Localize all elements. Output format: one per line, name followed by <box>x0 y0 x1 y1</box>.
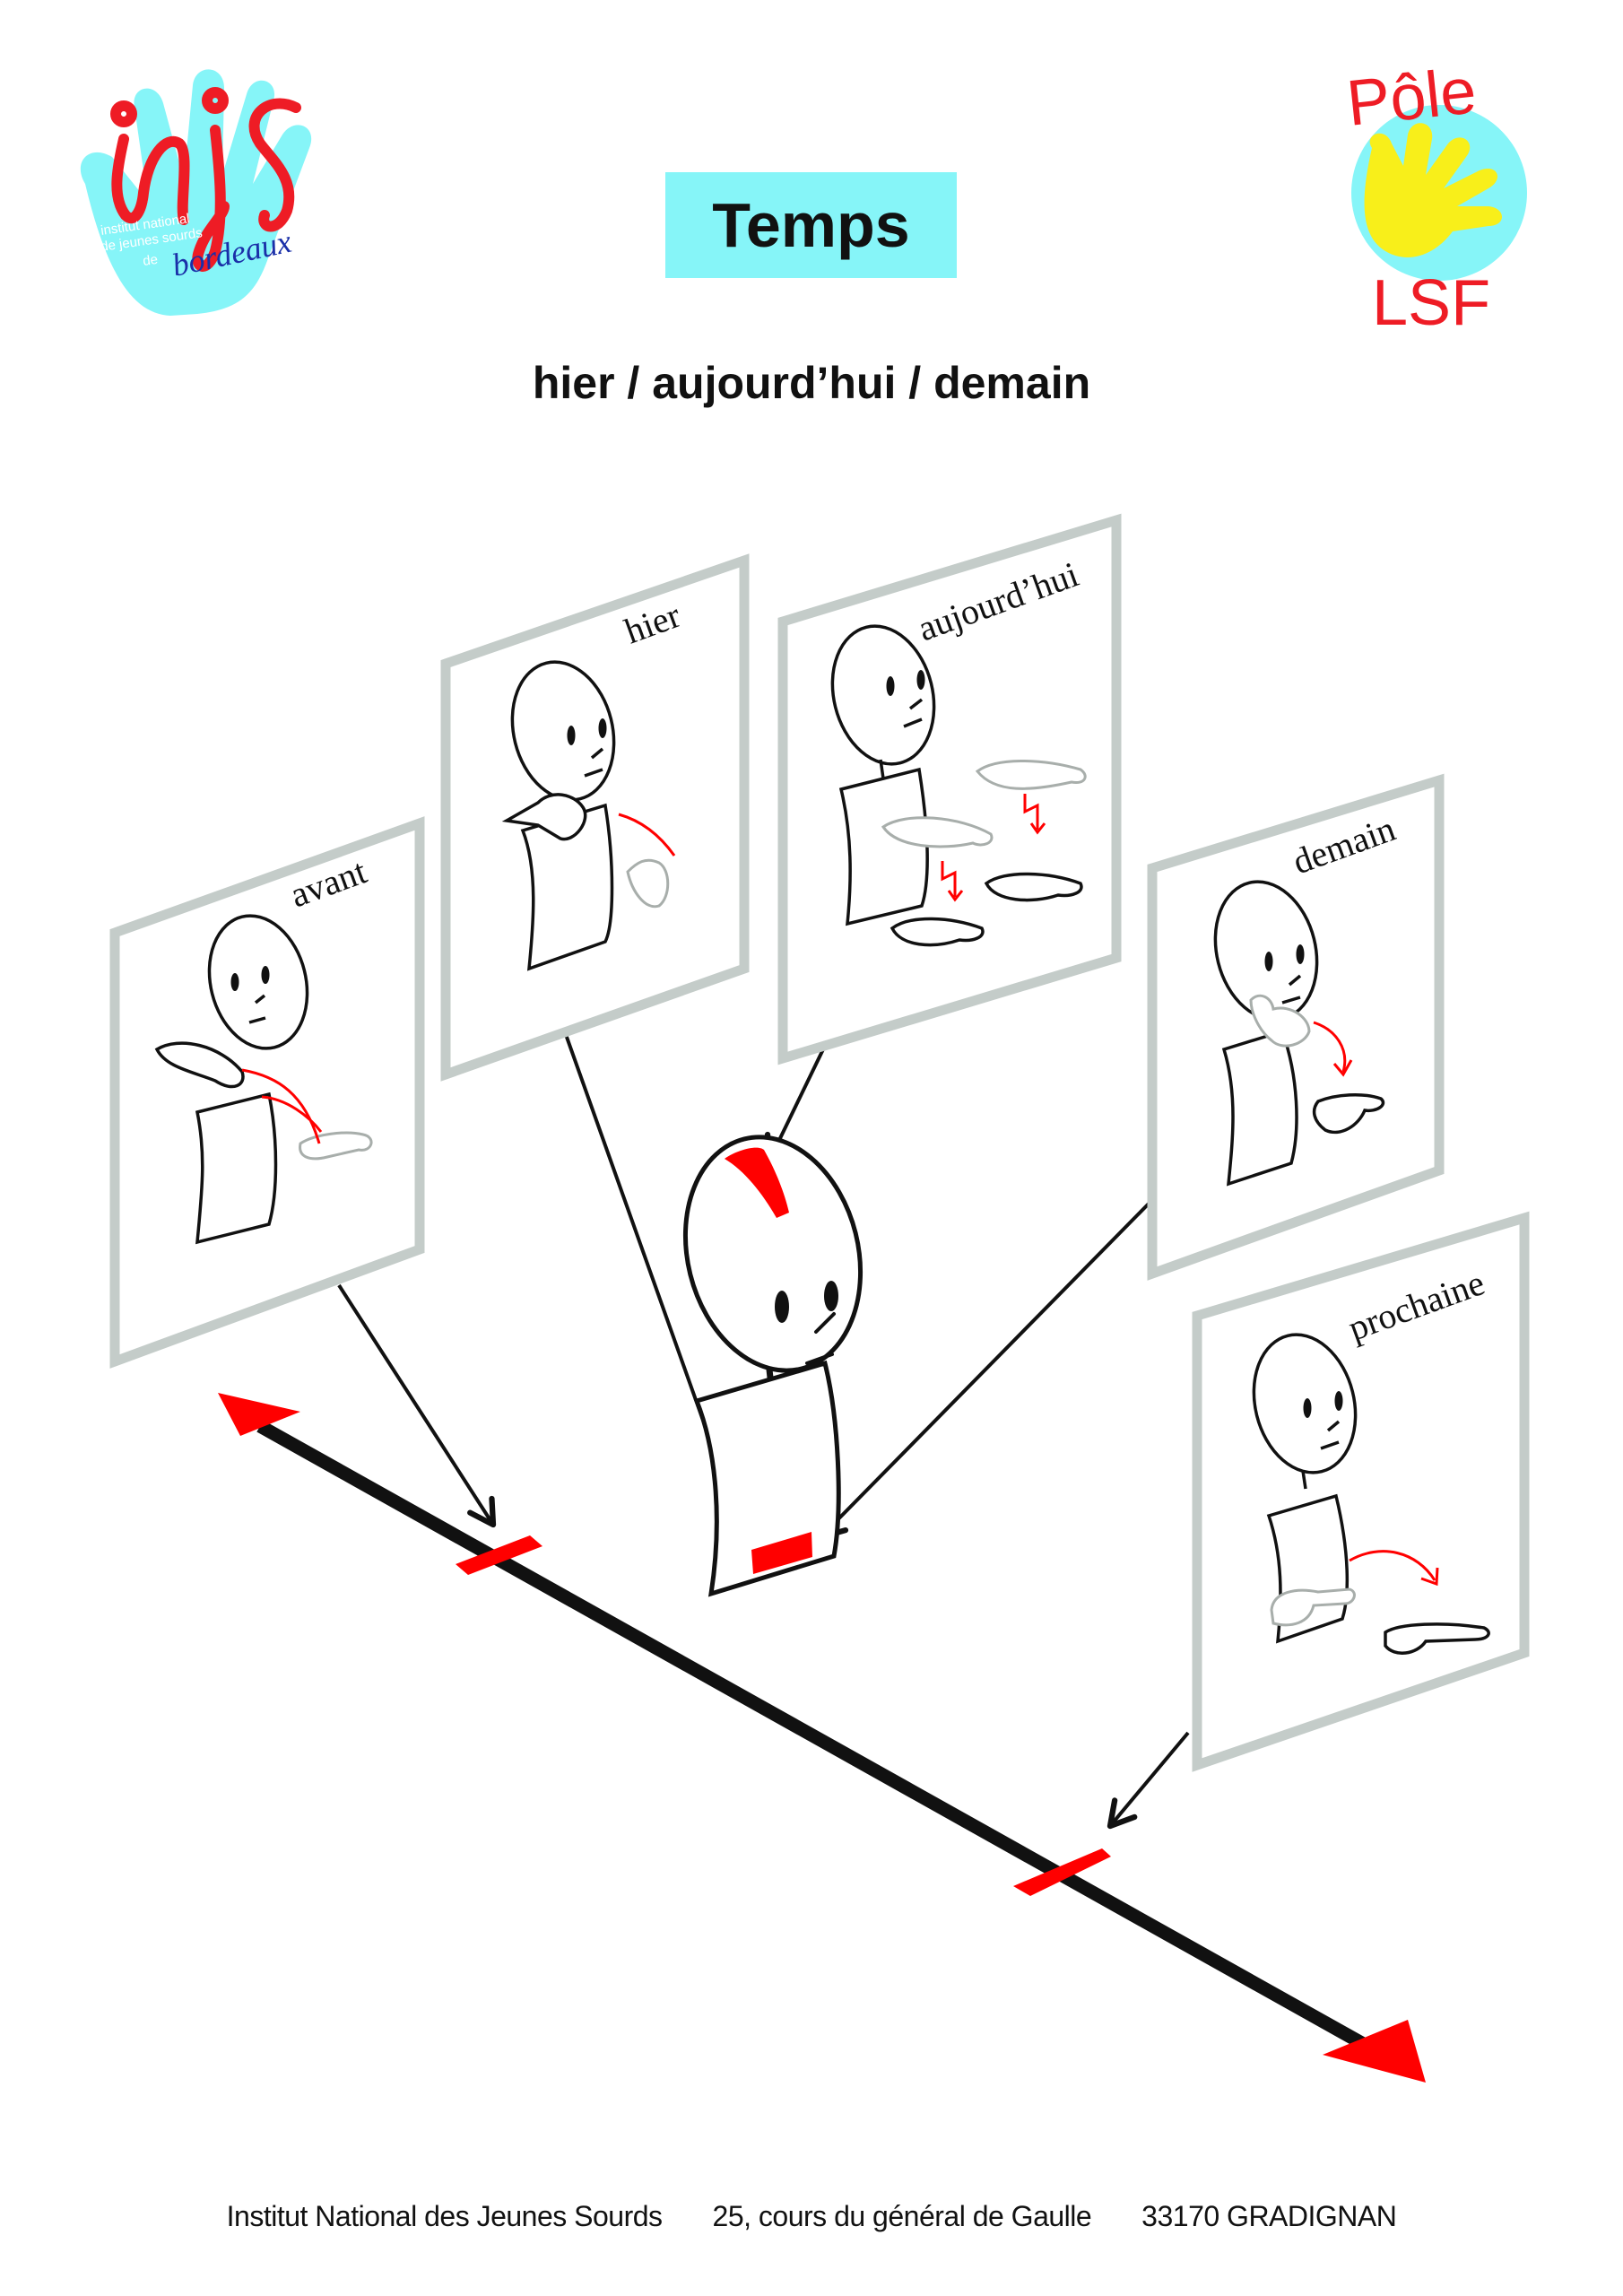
arrow-avant-to-past <box>337 1283 497 1528</box>
arrow-prochaine-to-future <box>1107 1731 1190 1830</box>
page-subtitle: hier / aujourd’hui / demain <box>532 358 1091 408</box>
card-hier: hier <box>440 553 750 1082</box>
arrow-demain-to-body <box>817 1200 1152 1541</box>
yellow-hands-icon <box>1364 123 1502 257</box>
page-title: Temps <box>712 190 910 260</box>
card-frame <box>109 816 425 1369</box>
timeline-marker-prochaine <box>1013 1848 1111 1896</box>
card-demain: demain <box>1147 773 1445 1281</box>
signer-figure-hier <box>501 660 676 971</box>
timeline-arrowhead-past <box>218 1393 300 1436</box>
body-present-marker <box>751 1532 812 1574</box>
footer-address: 25, cours du général de Gaulle <box>712 2200 1092 2232</box>
figure-head <box>682 1135 864 1373</box>
signer-figure-demain <box>1213 880 1385 1187</box>
signer-figure-prochaine <box>1252 1333 1490 1655</box>
figure-eye-right <box>824 1281 838 1311</box>
card-aujourdhui: aujourd’hui <box>777 513 1122 1065</box>
central-figure <box>682 1135 864 1597</box>
pole-lsf-logo: Pôle LSF <box>1343 55 1527 339</box>
footer: Institut National des Jeunes Sourds 25, … <box>0 2200 1623 2233</box>
line-hier <box>561 1026 716 1454</box>
logo-lsf-text: LSF <box>1372 267 1490 339</box>
signer-figure-avant <box>154 914 373 1245</box>
figure-eye-left <box>775 1291 789 1323</box>
injs-logo: institut national de jeunes sourds de bo… <box>80 69 312 316</box>
timeline-axis <box>256 1420 1384 2060</box>
card-prochaine: prochaine <box>1192 1211 1530 1772</box>
figure-nose <box>814 1312 836 1334</box>
title-banner: Temps <box>665 172 957 278</box>
figure-mouth <box>805 1352 834 1365</box>
timeline <box>218 1393 1426 2083</box>
timeline-marker-avant <box>456 1535 542 1575</box>
logo-pole-text: Pôle <box>1343 55 1480 140</box>
head-present-marker <box>725 1147 789 1218</box>
footer-city: 33170 GRADIGNAN <box>1141 2200 1397 2232</box>
signer-figure-aujourdhui <box>830 624 1087 947</box>
footer-institution: Institut National des Jeunes Sourds <box>226 2200 663 2232</box>
card-avant: avant <box>109 816 425 1369</box>
timeline-arrowhead-future <box>1323 2020 1426 2083</box>
injs-wordmark-glyph <box>110 87 301 272</box>
logo-line3: de <box>142 252 159 269</box>
connectors <box>337 1026 1190 1830</box>
